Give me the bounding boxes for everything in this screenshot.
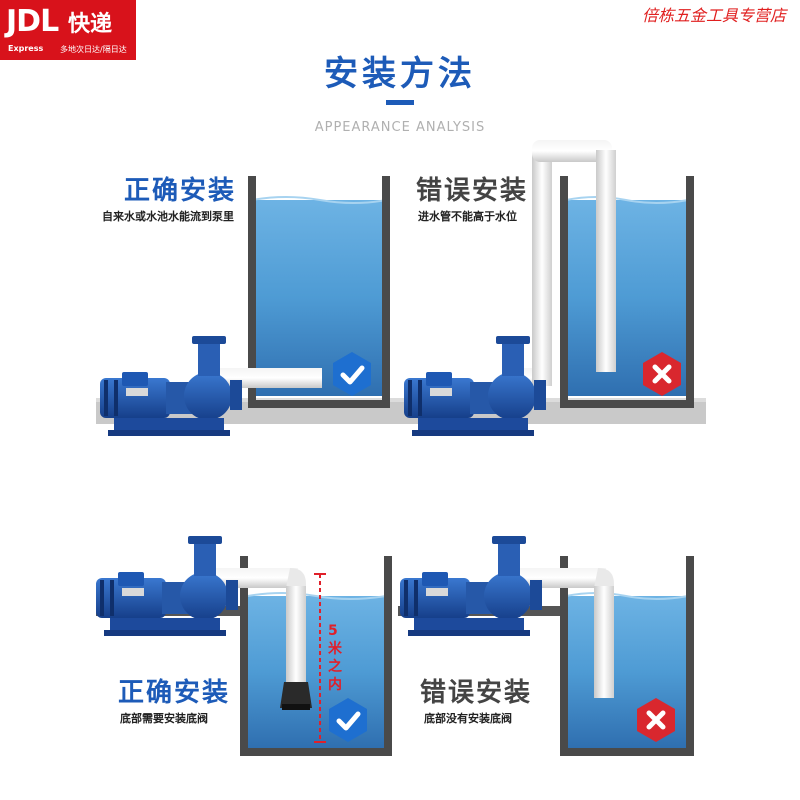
panel-4-note: 底部没有安装底阀 [424,712,512,725]
high-inlet-pipe [520,140,616,388]
brand-name: 快递 [68,12,113,37]
panel-1-note: 自来水或水池水能流到泵里 [102,210,234,223]
page-title: 安装方法 [324,54,476,94]
panel-3-note: 底部需要安装底阀 [120,712,208,725]
pump-icon [96,536,238,636]
water-tank-correct-2 [240,556,392,756]
pump-icon [400,536,542,636]
brand-en: Express [8,44,44,53]
depth-marker [314,573,326,743]
panel-4-status: 错误安装 [420,678,533,708]
panel-1-status: 正确安装 [124,176,237,206]
panel-2-status: 错误安装 [416,176,529,206]
foot-valve [280,682,312,708]
brand-badge: JDL 快递 Express 多地次日达/隔日达 [0,0,136,60]
pump-icon [100,336,242,436]
page-subtitle: APPEARANCE ANALYSIS [314,120,486,135]
panel-3-status: 正确安装 [118,678,231,708]
pump-icon [404,336,546,436]
depth-label: 5米之内 [328,623,342,693]
shop-name: 倍栋五金工具专营店 [641,6,786,25]
brand-logo: JDL [6,4,59,39]
water-tank-correct-1 [248,176,390,408]
brand-sub: 多地次日达/隔日达 [60,45,127,54]
panel-2-note: 进水管不能高于水位 [418,210,517,223]
title-underline [386,100,414,105]
